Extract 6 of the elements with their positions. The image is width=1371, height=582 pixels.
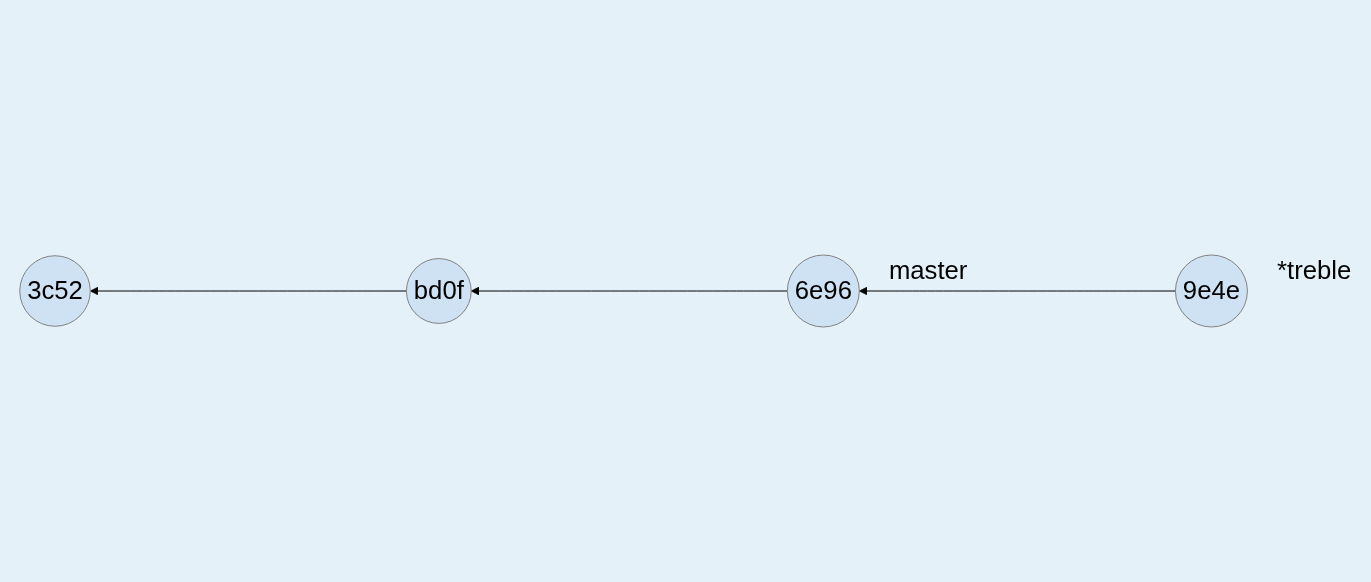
commit-id: 9e4e <box>1182 274 1240 308</box>
commit-id: bd0f <box>413 274 464 308</box>
branch-label: master <box>888 256 968 285</box>
commit-id: 6e96 <box>794 274 852 308</box>
commit-id: 3c52 <box>27 274 83 308</box>
branch-label: *treble <box>1277 256 1352 285</box>
